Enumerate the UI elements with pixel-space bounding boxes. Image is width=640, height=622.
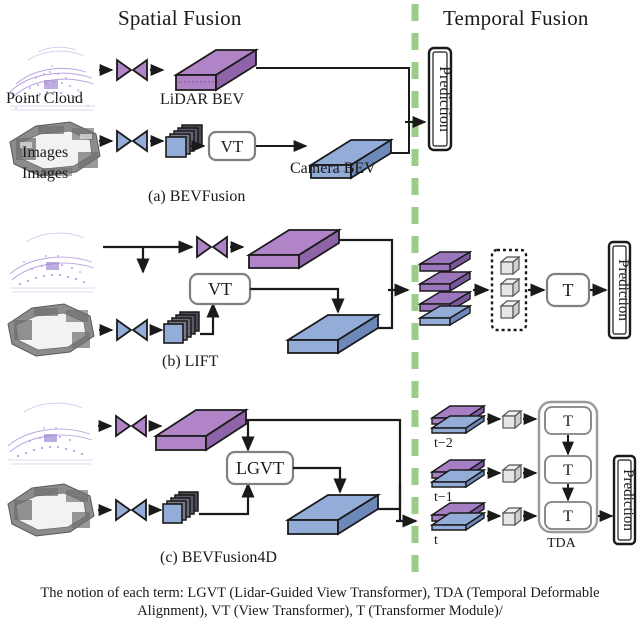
time-label-t-1: t−1 (434, 490, 453, 505)
camera-images-ring-c (7, 483, 95, 537)
point-cloud-label: Point Cloud (6, 90, 83, 107)
lidar-bev-slab (172, 48, 260, 92)
deformable-cubes-group (490, 248, 528, 332)
panel-a-diagram: VT Prediction (9, 46, 453, 180)
temporal-slab-t-2 (429, 404, 487, 435)
lidar-bev-slab-b (245, 228, 343, 270)
camera-bev-label: Camera BEV (290, 160, 376, 177)
transformer-module-1-label: T (563, 413, 573, 430)
prediction-box-b-label: Prediction (615, 259, 631, 321)
lidar-backbone-icon-c (115, 414, 147, 438)
footnote-line-2: Alignment), VT (View Transformer), T (Tr… (137, 603, 503, 619)
panel-a-caption: (a) BEVFusion (148, 188, 246, 205)
camera-bev-slab (307, 138, 395, 180)
header-temporal-fusion: Temporal Fusion (443, 6, 589, 30)
transformer-module-1: T (544, 406, 592, 435)
camera-bev-slab-c (284, 493, 382, 536)
lgvt-module-label: LGVT (236, 458, 284, 478)
lidar-bev-label: LiDAR BEV (160, 91, 244, 108)
panel-c-caption: (c) BEVFusion4D (160, 549, 277, 566)
temporal-divider (411, 4, 419, 572)
cube-icon-t-2 (501, 409, 523, 430)
panel-b-caption: (b) LIFT (162, 353, 219, 370)
time-label-t-2: t−2 (434, 436, 453, 451)
vt-module-a: VT (207, 130, 257, 162)
image-feature-stack-c (162, 491, 199, 524)
footnote-line-1: The notion of each term: LGVT (Lidar-Gui… (40, 585, 600, 601)
image-feature-stack-b (163, 311, 200, 344)
time-label-t: t (434, 533, 438, 548)
header-spatial-fusion: Spatial Fusion (118, 6, 242, 30)
cube-icon (499, 277, 521, 298)
stacked-bev-features (417, 250, 473, 327)
prediction-box-c: Prediction (612, 454, 637, 546)
transformer-module-3-label: T (563, 508, 573, 525)
transformer-module-3: T (544, 501, 592, 530)
lidar-backbone-icon-b (196, 235, 228, 259)
transformer-module-b: T (545, 272, 591, 308)
camera-backbone-icon-c (115, 498, 147, 522)
cube-icon-t-1 (501, 463, 523, 484)
prediction-box-a: Prediction (427, 46, 453, 152)
images-label-1: Images (22, 144, 69, 161)
point-cloud-image (9, 46, 95, 111)
transformer-module-2: T (544, 455, 592, 484)
vt-module-b: VT (188, 272, 252, 306)
images-label-2: Images (22, 165, 69, 182)
camera-backbone-icon (116, 129, 148, 153)
vt-module-a-label: VT (221, 137, 244, 156)
cube-icon (499, 299, 521, 320)
vt-module-b-label: VT (208, 279, 232, 299)
camera-images-ring-b (7, 303, 95, 357)
prediction-box-b: Prediction (607, 240, 632, 340)
point-cloud-image-c (7, 402, 93, 465)
tda-container: T T T (537, 400, 599, 534)
cube-icon (499, 255, 521, 276)
lgvt-module: LGVT (225, 450, 295, 486)
camera-bev-slab-b (284, 313, 382, 355)
tda-label: TDA (547, 536, 576, 551)
cube-icon-t (501, 506, 523, 527)
transformer-module-b-label: T (563, 280, 574, 300)
temporal-slab-t-1 (429, 458, 487, 489)
camera-images-ring (9, 121, 101, 177)
lidar-bev-slab-c (152, 408, 250, 452)
transformer-module-2-label: T (563, 462, 573, 479)
panel-c-diagram: LGVT (7, 400, 637, 546)
panel-b-diagram: VT (7, 228, 632, 357)
prediction-box-c-label: Prediction (620, 469, 636, 531)
camera-backbone-icon-b (116, 318, 148, 342)
lidar-backbone-icon (116, 58, 148, 82)
prediction-box-a-label: Prediction (436, 66, 453, 132)
image-feature-stack (165, 124, 203, 158)
point-cloud-image-b (9, 232, 95, 293)
temporal-slab-t (429, 501, 487, 532)
